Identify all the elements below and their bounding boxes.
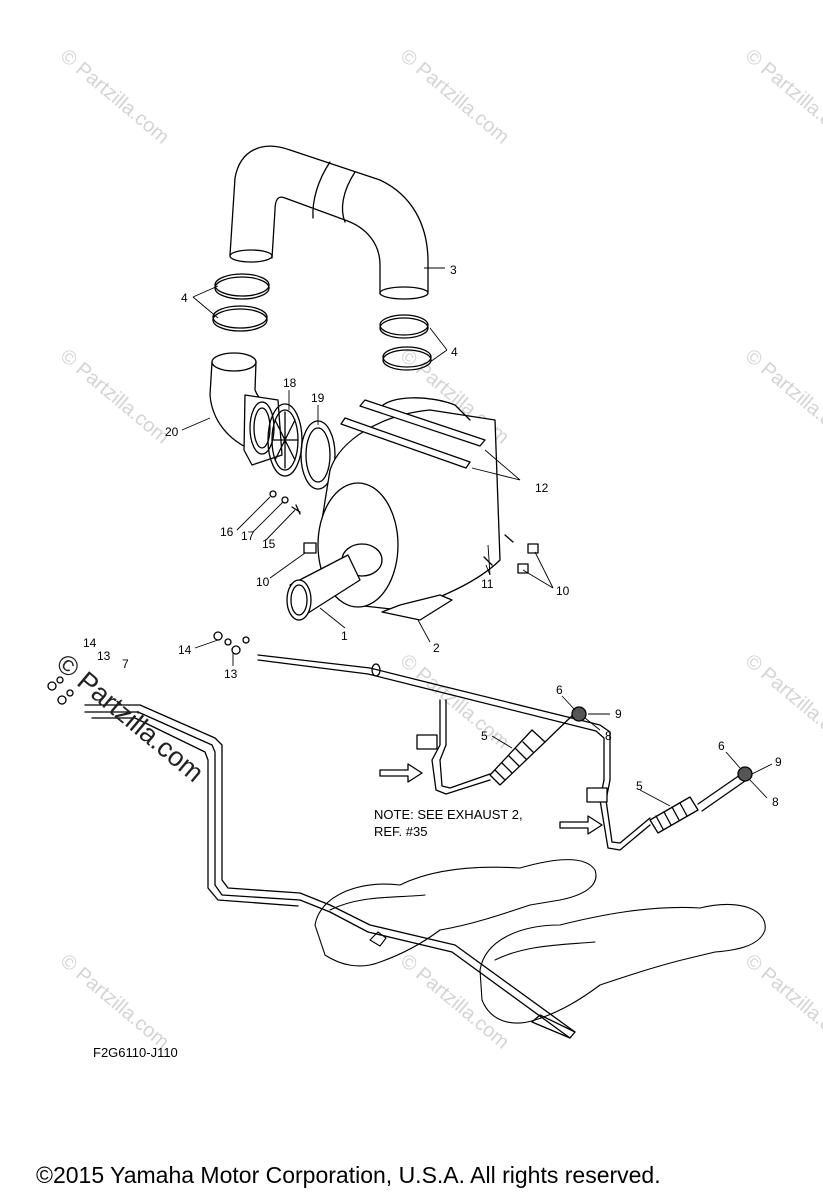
callout: 6 [556, 683, 563, 697]
note-line-2: REF. #35 [374, 824, 428, 839]
arrow-icon [379, 763, 603, 835]
callout: 17 [241, 529, 255, 543]
callout: 8 [605, 729, 612, 743]
callout: 6 [718, 739, 725, 753]
callout: 14 [178, 643, 192, 657]
callout: 16 [220, 525, 234, 539]
callout: 13 [97, 649, 111, 663]
callout: 11 [481, 577, 494, 591]
hardware-15-16-17 [269, 490, 301, 515]
callout: 8 [772, 795, 779, 809]
callout: 10 [256, 575, 270, 589]
hose-5 [489, 709, 746, 834]
callout: 18 [283, 376, 297, 390]
callout: 3 [450, 263, 457, 277]
callout: 1 [341, 629, 348, 643]
strap-12 [340, 399, 486, 469]
clip-10 [303, 542, 539, 574]
outlet-pipe-1 [286, 554, 361, 621]
note-line-1: NOTE: SEE EXHAUST 2, [374, 807, 523, 822]
note-text: NOTE: SEE EXHAUST 2, REF. #35 [374, 806, 523, 840]
clamp-4-left [212, 273, 270, 332]
elbow-20 [209, 352, 283, 466]
copyright-notice: ©2015 Yamaha Motor Corporation, U.S.A. A… [36, 1162, 661, 1188]
callout: 20 [165, 425, 179, 439]
cap-6-8-9 [571, 706, 753, 782]
clamp-4-right [379, 314, 432, 371]
callout: 15 [262, 537, 276, 551]
callout: 4 [451, 345, 458, 359]
callout: 4 [181, 291, 188, 305]
pipe-3 [229, 145, 429, 300]
screen-18 [267, 403, 303, 477]
callout: 14 [83, 636, 97, 650]
fitting-13-14 [47, 631, 250, 705]
callout: 5 [481, 729, 488, 743]
exhaust-manifold-phantom [314, 859, 766, 1024]
callout: 12 [535, 481, 549, 495]
callout: 5 [636, 779, 643, 793]
callout: 7 [122, 657, 129, 671]
callout: 10 [556, 584, 570, 598]
water-tube [257, 654, 651, 851]
callout: 13 [224, 667, 238, 681]
callout: 9 [775, 755, 782, 769]
figure-code: F2G6110-J110 [93, 1045, 178, 1060]
callout: 19 [311, 391, 325, 405]
callout: 9 [615, 707, 622, 721]
callouts: 1 2 3 4 4 5 5 6 6 7 8 8 9 9 10 10 11 12 … [83, 263, 782, 809]
callout: 2 [433, 641, 440, 655]
pin-11 [483, 534, 514, 566]
